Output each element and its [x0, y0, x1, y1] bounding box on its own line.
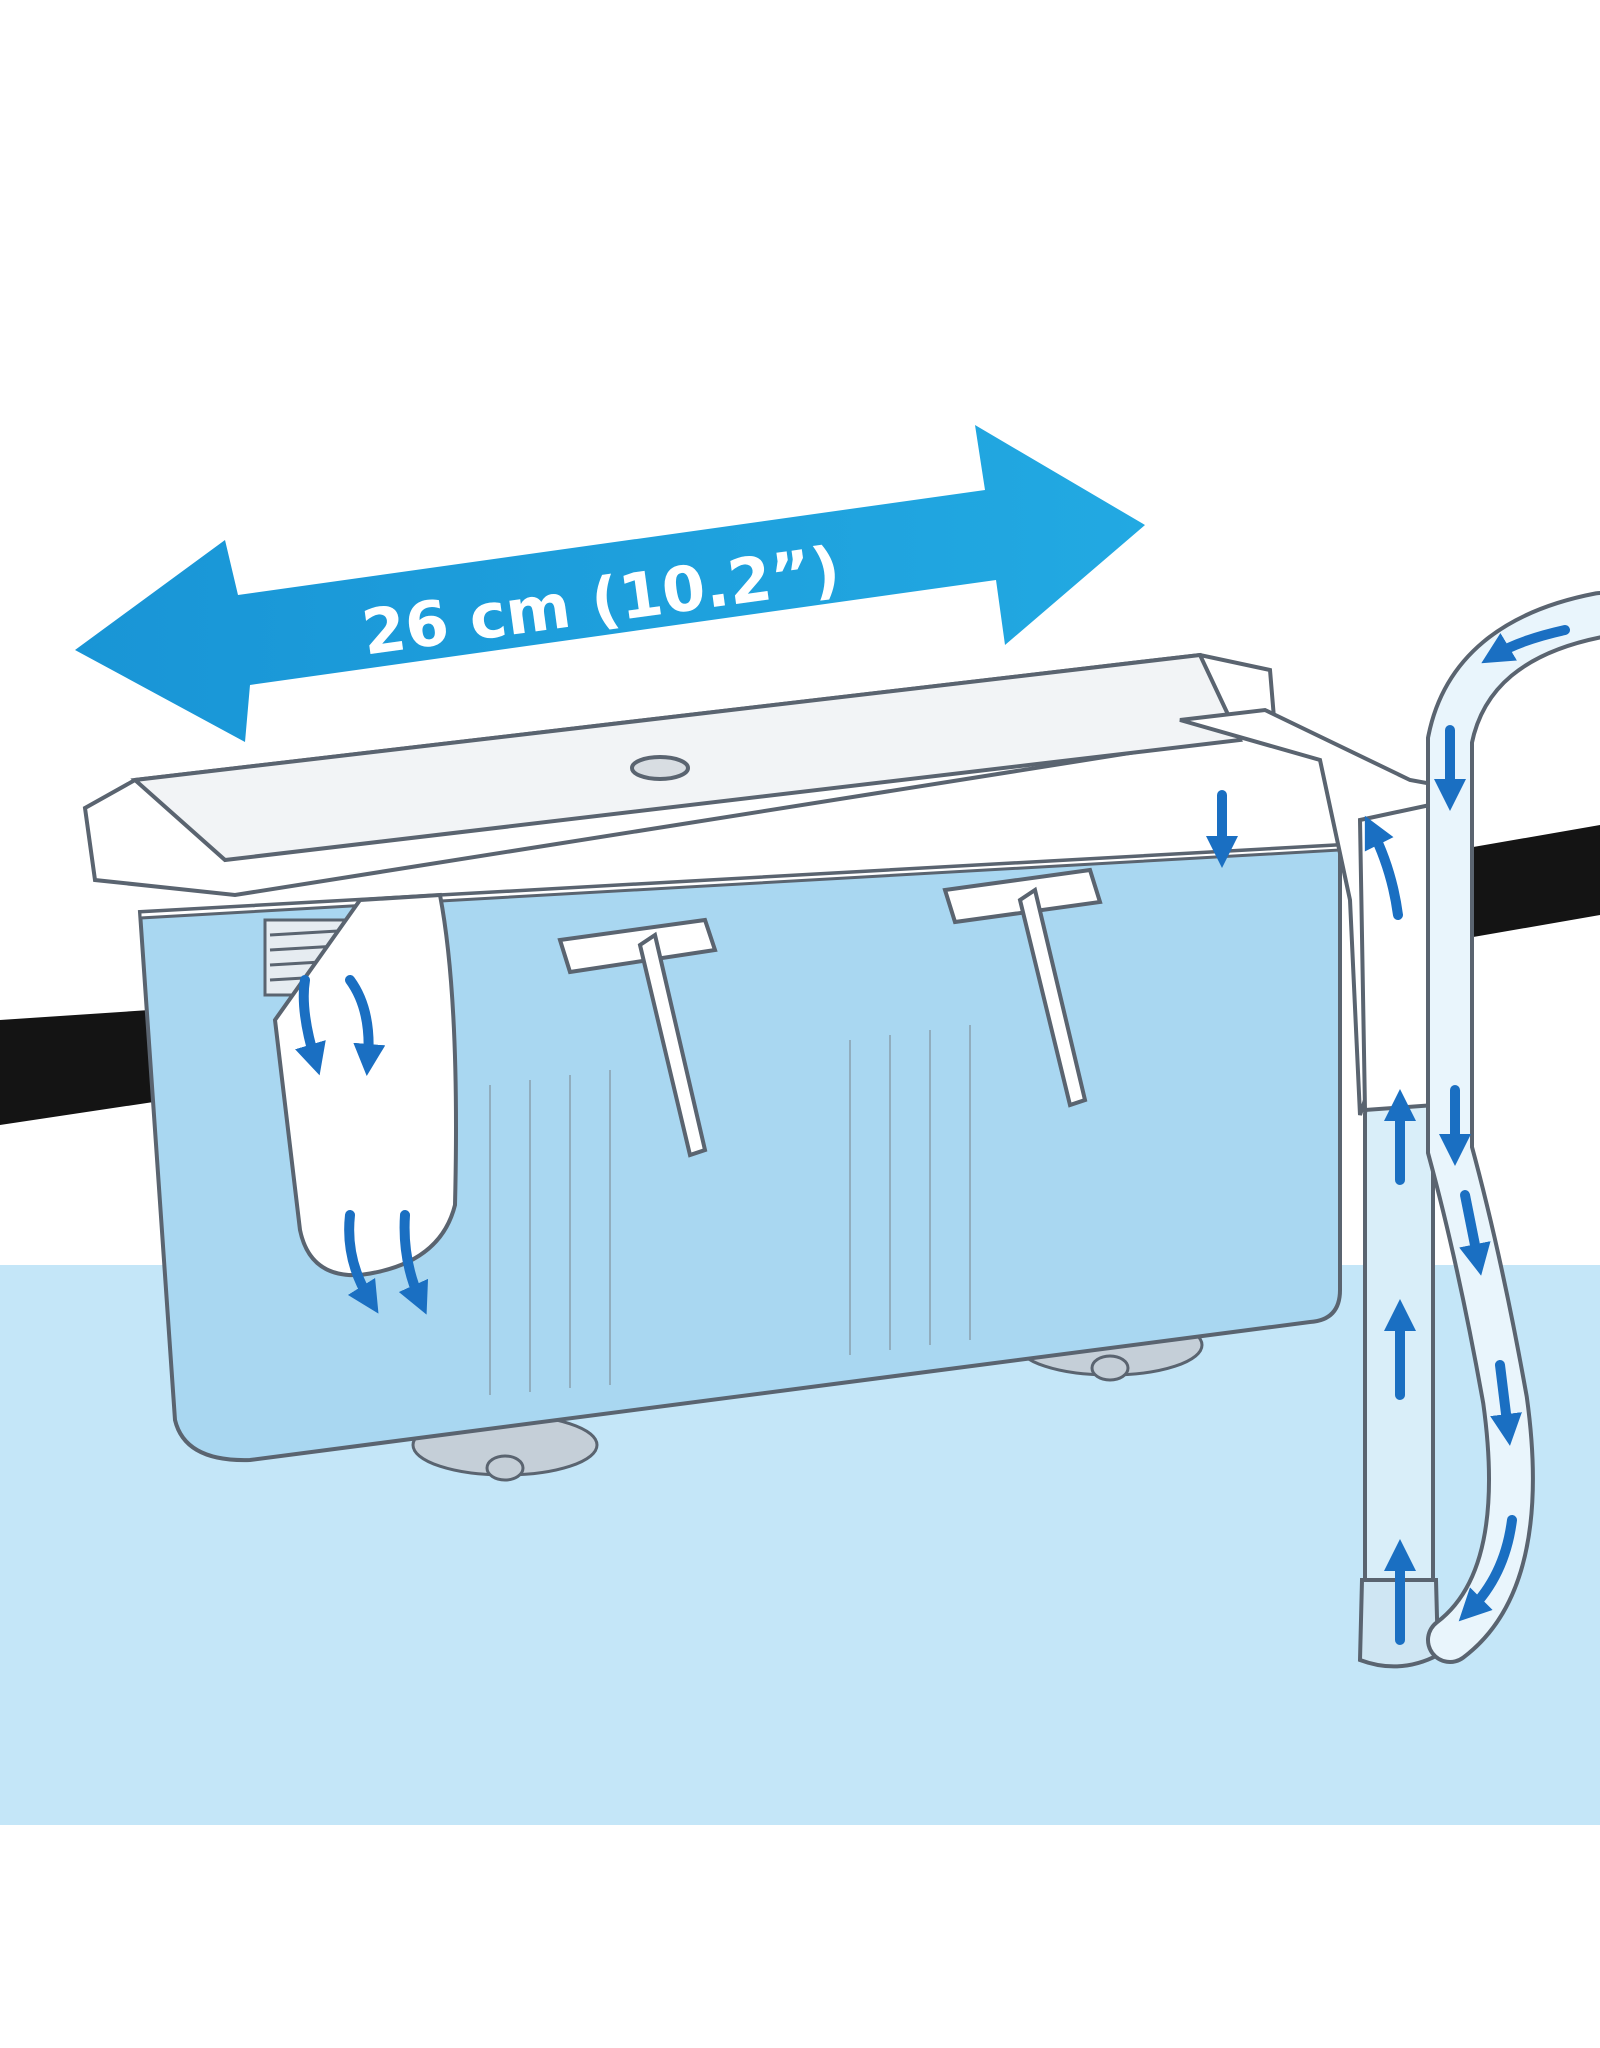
double-headed-dimension-arrow [75, 425, 1145, 742]
flow-down-arrow [398, 1210, 429, 1315]
flow-arrows [295, 625, 1570, 1645]
flow-down-arrow [1490, 1360, 1522, 1446]
outflow-spout [272, 892, 458, 1278]
filter-lid [82, 652, 1278, 898]
cartridge-handles [557, 867, 1103, 1158]
flow-down-arrow [1458, 1515, 1517, 1622]
flow-down-arrow [295, 975, 326, 1076]
flow-down-arrow [1481, 625, 1570, 664]
flow-up-arrow [1364, 815, 1403, 920]
flow-down-arrow [344, 1210, 379, 1314]
flow-down-arrow [1459, 1190, 1491, 1276]
flow-down-arrow [345, 975, 386, 1076]
